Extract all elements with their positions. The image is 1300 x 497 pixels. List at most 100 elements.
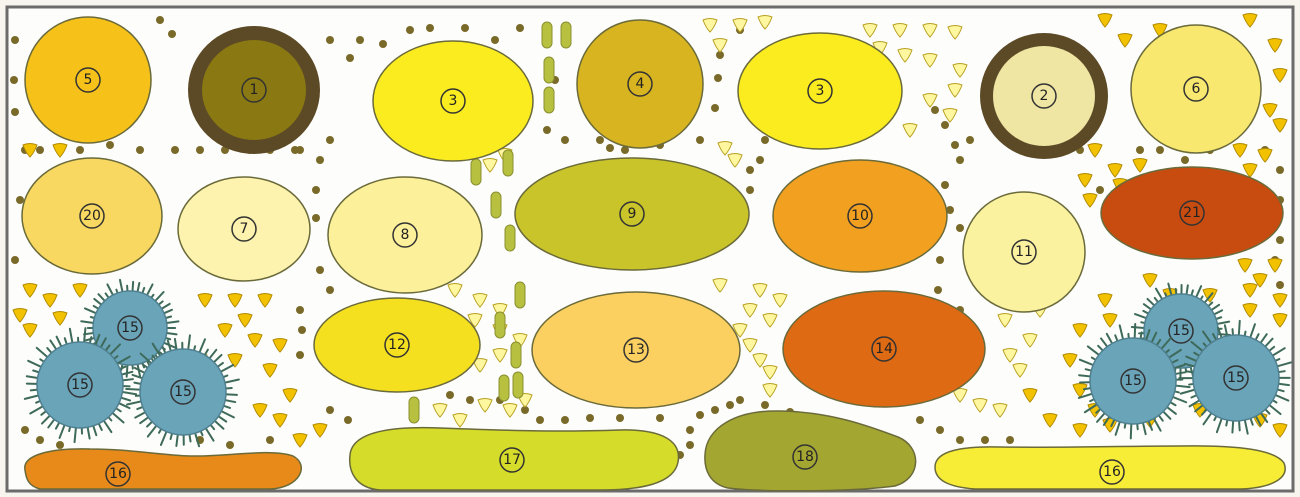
bed-17: 17: [350, 428, 679, 490]
dark-pebble: [746, 186, 754, 194]
dark-pebble: [1181, 156, 1189, 164]
dark-pebble: [761, 136, 769, 144]
dark-pebble: [326, 286, 334, 294]
dark-pebble: [616, 414, 624, 422]
dark-pebble: [326, 136, 334, 144]
dark-pebble: [941, 121, 949, 129]
dark-pebble: [312, 186, 320, 194]
bed-3-right: 3: [738, 33, 902, 149]
bed-label: 5: [84, 72, 93, 88]
dark-pebble: [266, 436, 274, 444]
dark-pebble: [106, 141, 114, 149]
bed-13: 13: [532, 292, 740, 408]
bed-label: 10: [851, 208, 869, 224]
dark-pebble: [326, 406, 334, 414]
dark-pebble: [1276, 166, 1284, 174]
dark-pebble: [696, 411, 704, 419]
bed-12: 12: [314, 298, 480, 392]
bed-label: 16: [109, 466, 127, 482]
dark-pebble: [426, 24, 434, 32]
dark-pebble: [11, 256, 19, 264]
shrub-label: 15: [174, 384, 192, 400]
dark-pebble: [406, 26, 414, 34]
dark-pebble: [561, 136, 569, 144]
bed-label: 3: [816, 83, 825, 99]
dark-pebble: [686, 426, 694, 434]
bed-8: 8: [328, 177, 482, 293]
dark-pebble: [981, 436, 989, 444]
dark-pebble: [956, 156, 964, 164]
dark-pebble: [344, 416, 352, 424]
green-pebble: [544, 57, 554, 83]
dark-pebble: [516, 24, 524, 32]
green-pebble: [503, 150, 513, 176]
dark-pebble: [696, 136, 704, 144]
green-pebble: [505, 225, 515, 251]
bed-label: 1: [250, 82, 259, 98]
bed-label: 6: [1192, 81, 1201, 97]
dark-pebble: [934, 286, 942, 294]
dark-pebble: [931, 106, 939, 114]
dark-pebble: [36, 436, 44, 444]
bed-fill: [25, 449, 301, 489]
dark-pebble: [446, 391, 454, 399]
dark-pebble: [761, 401, 769, 409]
dark-pebble: [291, 146, 299, 154]
bed-label: 4: [636, 76, 645, 92]
bed-7: 7: [178, 177, 310, 281]
dark-pebble: [36, 146, 44, 154]
dark-pebble: [606, 144, 614, 152]
dark-pebble: [956, 224, 964, 232]
bed-10: 10: [773, 160, 947, 272]
dark-pebble: [966, 136, 974, 144]
dark-pebble: [756, 156, 764, 164]
dark-pebble: [936, 426, 944, 434]
bed-label: 11: [1015, 244, 1033, 260]
dark-pebble: [168, 30, 176, 38]
bed-16-right: 16: [935, 446, 1285, 489]
bed-label: 13: [627, 342, 645, 358]
bed-label: 17: [503, 452, 521, 468]
green-pebble: [561, 22, 571, 48]
dark-pebble: [316, 266, 324, 274]
shrub-label: 15: [1172, 323, 1190, 339]
bed-label: 18: [796, 449, 814, 465]
bed-5-top-left: 5: [25, 17, 151, 143]
dark-pebble: [736, 396, 744, 404]
shrub-label: 15: [1227, 370, 1245, 386]
dark-pebble: [941, 181, 949, 189]
dark-pebble: [136, 146, 144, 154]
bed-label: 9: [628, 206, 637, 222]
shrub-label: 15: [71, 377, 89, 393]
dark-pebble: [1276, 281, 1284, 289]
shrub-label: 15: [1124, 373, 1142, 389]
green-pebble: [542, 22, 552, 48]
dark-pebble: [656, 414, 664, 422]
bed-1: 1: [188, 26, 320, 154]
bed-3-left: 3: [373, 41, 533, 161]
dark-pebble: [714, 74, 722, 82]
green-pebble: [409, 397, 419, 423]
dark-pebble: [536, 416, 544, 424]
bed-label: 3: [449, 93, 458, 109]
bed-label: 14: [875, 341, 893, 357]
dark-pebble: [1276, 236, 1284, 244]
dark-pebble: [956, 436, 964, 444]
dark-pebble: [312, 214, 320, 222]
dark-pebble: [11, 108, 19, 116]
bed-label: 21: [1183, 205, 1201, 221]
dark-pebble: [596, 136, 604, 144]
dark-pebble: [586, 414, 594, 422]
dark-pebble: [171, 146, 179, 154]
dark-pebble: [379, 40, 387, 48]
dark-pebble: [76, 146, 84, 154]
dark-pebble: [466, 396, 474, 404]
bed-label: 16: [1103, 464, 1121, 480]
dark-pebble: [21, 426, 29, 434]
dark-pebble: [226, 441, 234, 449]
bed-label: 20: [83, 208, 101, 224]
green-pebble: [511, 342, 521, 368]
dark-pebble: [461, 24, 469, 32]
